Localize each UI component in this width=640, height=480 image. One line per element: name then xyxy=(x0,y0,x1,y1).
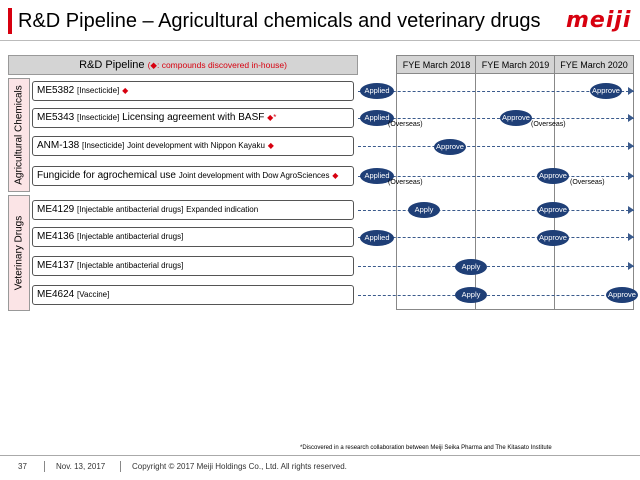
page-number: 37 xyxy=(18,462,27,471)
arrow-right-icon xyxy=(628,142,634,150)
diamond-icon: ◆ xyxy=(150,60,157,70)
overseas-note: (Overseas) xyxy=(388,179,423,186)
milestone-apply: Apply xyxy=(408,202,440,218)
arrow-right-icon xyxy=(628,206,634,214)
milestone-apply: Apply xyxy=(455,259,487,275)
year-header-2018: FYE March 2018 xyxy=(397,56,476,74)
diamond-icon: ◆ xyxy=(332,171,339,180)
category-veterinary: Veterinary Drugs xyxy=(8,195,30,311)
pipeline-header-label: R&D Pipeline xyxy=(79,59,145,71)
timeline-line xyxy=(358,176,634,177)
pipeline-header: R&D Pipeline (◆: compounds discovered in… xyxy=(8,55,358,75)
category-label: Veterinary Drugs xyxy=(13,215,25,291)
footnote: *Discovered in a research collaboration … xyxy=(300,445,552,451)
milestone-approve: Approve xyxy=(537,168,569,184)
category-agricultural: Agricultural Chemicals xyxy=(8,78,30,192)
pipeline-row-me4624: ME4624 [Vaccine] xyxy=(32,285,354,305)
milestone-approve: Approve xyxy=(537,202,569,218)
arrow-right-icon xyxy=(628,172,634,180)
overseas-note: (Overseas) xyxy=(388,121,423,128)
milestone-approve: Approve xyxy=(606,287,638,303)
arrow-right-icon xyxy=(628,233,634,241)
milestone-approve: Approve xyxy=(537,230,569,246)
title-accent-bar xyxy=(8,8,12,34)
timeline-line xyxy=(358,295,634,296)
pipeline-row-me4137: ME4137 [Injectable antibacterial drugs] xyxy=(32,256,354,276)
timeline-line xyxy=(358,91,634,92)
timeline-line xyxy=(358,146,634,147)
timeline-line xyxy=(358,266,634,267)
category-label: Agricultural Chemicals xyxy=(13,85,25,185)
pipeline-row-me5343: ME5343 [Insecticide] Licensing agreement… xyxy=(32,108,354,128)
overseas-note: (Overseas) xyxy=(531,121,566,128)
pipeline-header-note: (◆: compounds discovered in-house) xyxy=(147,60,287,70)
footer-copyright: Copyright © 2017 Meiji Holdings Co., Ltd… xyxy=(132,462,347,471)
timeline-line xyxy=(358,237,634,238)
milestone-apply: Apply xyxy=(455,287,487,303)
pipeline-row-me5382: ME5382 [Insecticide] ◆ xyxy=(32,81,354,101)
diamond-icon: ◆* xyxy=(267,113,277,122)
timeline-line xyxy=(358,210,634,211)
milestone-approve: Approve xyxy=(590,83,622,99)
diamond-icon: ◆ xyxy=(267,141,274,150)
milestone-approve: Approve xyxy=(500,110,532,126)
pipeline-row-me4129: ME4129 [Injectable antibacterial drugs] … xyxy=(32,200,354,220)
pipeline-row-me4136: ME4136 [Injectable antibacterial drugs] xyxy=(32,227,354,247)
timeline-grid: FYE March 2018 FYE March 2019 FYE March … xyxy=(396,55,634,310)
pipeline-row-fungicide: Fungicide for agrochemical use Joint dev… xyxy=(32,166,354,186)
milestone-applied: Applied xyxy=(360,110,394,126)
arrow-right-icon xyxy=(628,87,634,95)
year-header-2019: FYE March 2019 xyxy=(476,56,555,74)
page-title: R&D Pipeline – Agricultural chemicals an… xyxy=(18,10,541,32)
title-divider xyxy=(0,40,640,41)
year-divider xyxy=(475,56,476,309)
milestone-applied: Applied xyxy=(360,168,394,184)
overseas-note: (Overseas) xyxy=(570,179,605,186)
pipeline-row-anm138: ANM-138 [Insecticide] Joint development … xyxy=(32,136,354,156)
footer-separator xyxy=(44,461,45,472)
milestone-approve: Approve xyxy=(434,139,466,155)
footer-divider xyxy=(0,455,640,456)
milestone-applied: Applied xyxy=(360,230,394,246)
diamond-icon: ◆ xyxy=(122,86,129,95)
footer-separator xyxy=(120,461,121,472)
timeline-line xyxy=(358,118,634,119)
milestone-applied: Applied xyxy=(360,83,394,99)
year-header-2020: FYE March 2020 xyxy=(555,56,633,74)
arrow-right-icon xyxy=(628,114,634,122)
arrow-right-icon xyxy=(628,262,634,270)
meiji-logo: meiji xyxy=(566,8,632,33)
footer-date: Nov. 13, 2017 xyxy=(56,462,106,471)
